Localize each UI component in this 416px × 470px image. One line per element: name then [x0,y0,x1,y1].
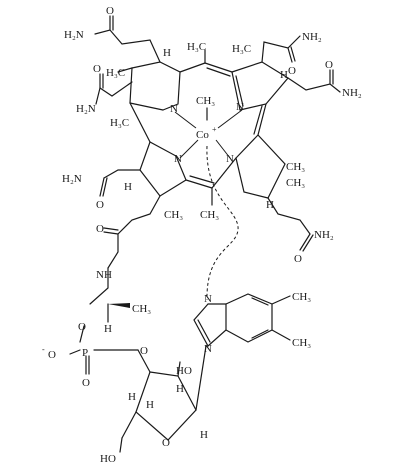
label-ch3-a: CH₃ [286,161,305,173]
label-p: P [82,347,88,359]
label-n-left: N [170,103,178,115]
label-h3c-top2: H₃C [232,43,251,55]
label-o-ester: O [78,321,86,333]
label-h-left-ring: H [163,47,171,59]
label-o-p2: O [140,345,148,357]
label-co: Co [196,129,209,141]
label-minus: - [42,345,45,354]
label-ch3-f: CH₃ [292,337,311,349]
benzimidazole [193,293,291,347]
label-n-bottom-left: N [174,153,182,165]
label-o-ring: O [162,437,170,449]
label-n-top-right: N [236,101,244,113]
label-ch3-c: CH₃ [164,209,183,221]
label-h-sugar4: H [200,429,208,441]
label-h2n-mid: H₂N [62,173,82,185]
label-h-right: H [280,69,288,81]
label-nh2-right: NH₂ [342,87,362,99]
label-h3c-top1: H₃C [187,41,206,53]
label-ho-sugar: HO [176,365,192,377]
label-h-mid: H [124,181,132,193]
label-h3c-left2: H₃C [110,117,129,129]
label-o-top-right: O [288,65,296,77]
label-o-left: O [93,63,101,75]
label-h2n-left: H₂N [76,103,96,115]
label-o-right: O [325,59,333,71]
label-h-sugar1: H [176,383,184,395]
label-h-sugar3: H [128,391,136,403]
label-co-charge: + [212,125,217,134]
label-o-p: O [82,377,90,389]
label-nh2-bottom: NH₂ [314,229,334,241]
label-ch3-g: CH₃ [132,303,151,315]
label-h-sugar2: H [146,399,154,411]
label-ch3-b: CH₃ [286,177,305,189]
label-o-top: O [106,5,114,17]
label-ch3-co: CH₃ [196,95,215,107]
label-o-bottom: O [294,253,302,265]
corrin-bonds [129,49,289,206]
label-ch3-e: CH₃ [292,291,311,303]
label-n-imid2: N [204,343,212,355]
label-n-imid1: N [204,293,212,305]
label-ho-bottom: HO [100,453,116,465]
label-nh2-top-right: NH₂ [302,31,322,43]
label-o-amide: O [96,223,104,235]
label-h-iso: H [104,323,112,335]
label-o-minus: O [48,349,56,361]
label-h-mid2: H [266,199,274,211]
label-o-mid: O [96,199,104,211]
label-n-bottom-right: N [226,153,234,165]
side-chains [69,15,341,453]
atom-labels: H₂N O H₃C H₃C NH₂ O H H₃C O H₂N H₃C N CH… [42,5,362,465]
label-nh: NH [96,269,112,281]
label-h3c-left: H₃C [106,67,125,79]
label-h2n-top: H₂N [64,29,84,41]
label-ch3-d: CH₃ [200,209,219,221]
